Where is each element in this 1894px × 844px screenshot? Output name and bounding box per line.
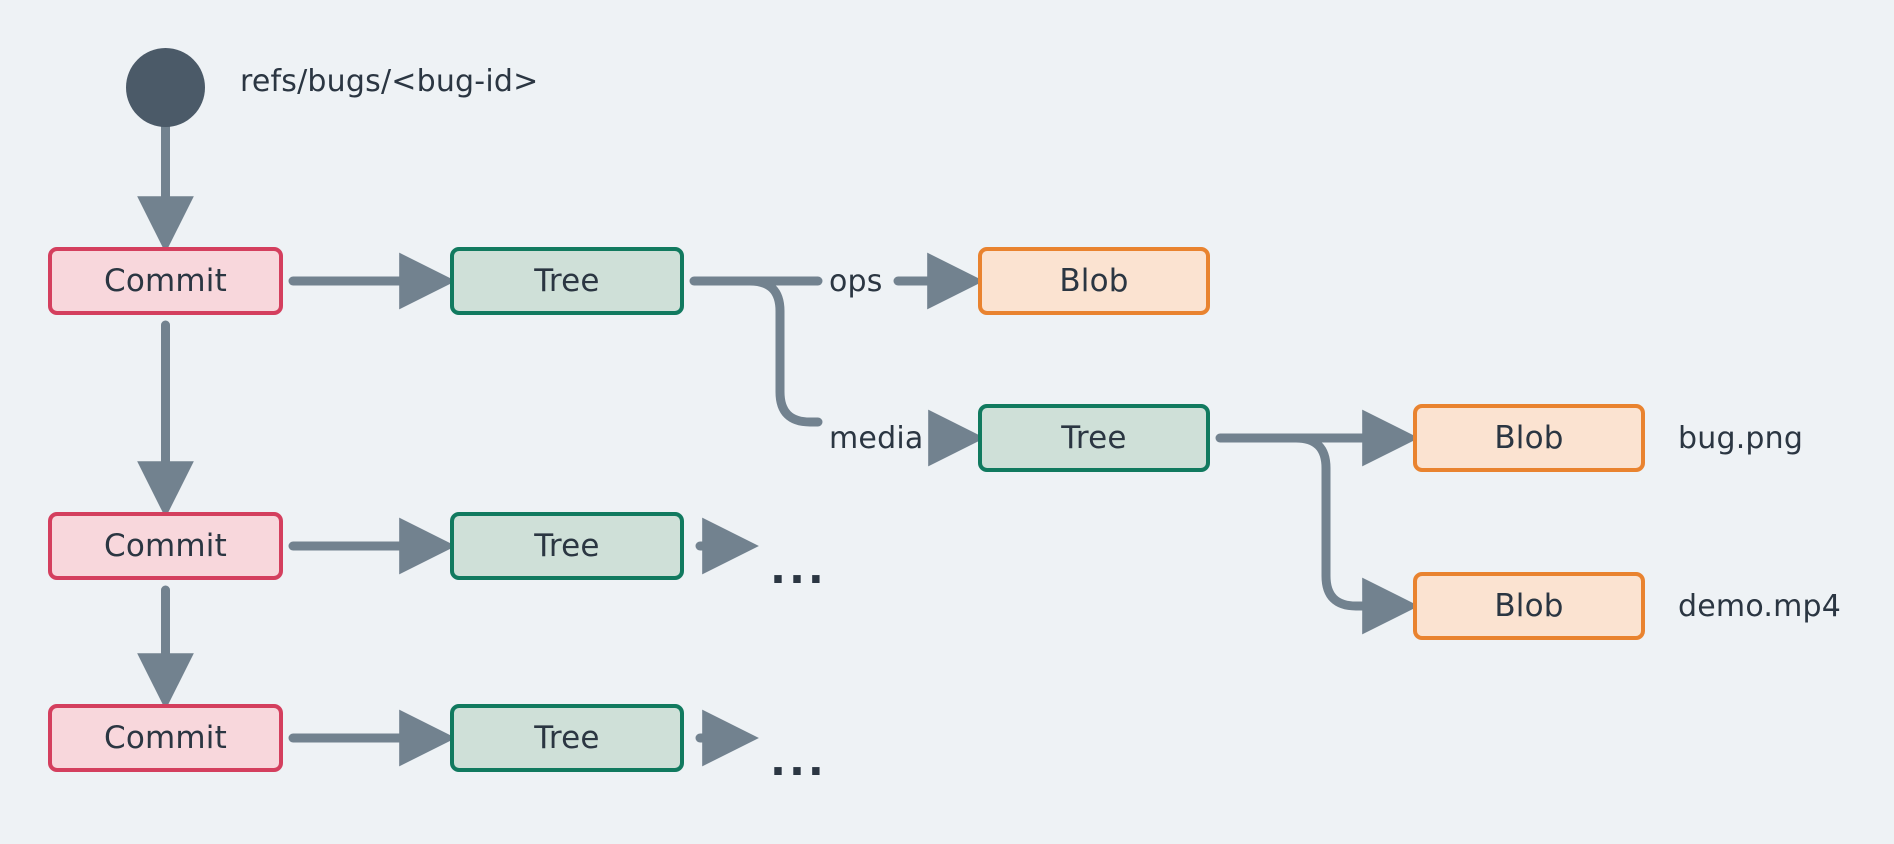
file-label-demo-mp4: demo.mp4 xyxy=(1678,589,1842,624)
ref-tip-dot[interactable] xyxy=(126,48,205,127)
file-label-bug-png: bug.png xyxy=(1678,421,1804,456)
node-label: Blob xyxy=(1494,588,1564,624)
node-label: Tree xyxy=(1061,420,1127,456)
node-blob-bug-png[interactable]: Blob xyxy=(1413,404,1645,472)
node-tree-1[interactable]: Tree xyxy=(450,247,684,315)
node-label: Blob xyxy=(1059,263,1129,299)
node-label: Commit xyxy=(104,720,227,756)
edge-tree-media-to-blob-mp4 xyxy=(1291,433,1419,635)
node-label: Tree xyxy=(534,720,600,756)
ref-name-label: refs/bugs/<bug-id> xyxy=(240,64,539,99)
node-commit-3[interactable]: Commit xyxy=(48,704,283,772)
node-label: Tree xyxy=(534,528,600,564)
node-label: Commit xyxy=(104,528,227,564)
node-tree-media[interactable]: Tree xyxy=(978,404,1210,472)
node-blob-ops[interactable]: Blob xyxy=(978,247,1210,315)
edge-label-media: media xyxy=(829,421,924,456)
node-label: Commit xyxy=(104,263,227,299)
node-label: Tree xyxy=(534,263,600,299)
node-tree-2[interactable]: Tree xyxy=(450,512,684,580)
node-label: Blob xyxy=(1494,420,1564,456)
ellipsis-tree-3: ... xyxy=(770,736,827,785)
node-blob-demo-mp4[interactable]: Blob xyxy=(1413,572,1645,640)
node-commit-1[interactable]: Commit xyxy=(48,247,283,315)
node-tree-3[interactable]: Tree xyxy=(450,704,684,772)
edge-label-ops: ops xyxy=(829,264,883,299)
edge-tree-1-branch-trunk xyxy=(745,276,823,427)
node-commit-2[interactable]: Commit xyxy=(48,512,283,580)
ellipsis-tree-2: ... xyxy=(770,544,827,593)
